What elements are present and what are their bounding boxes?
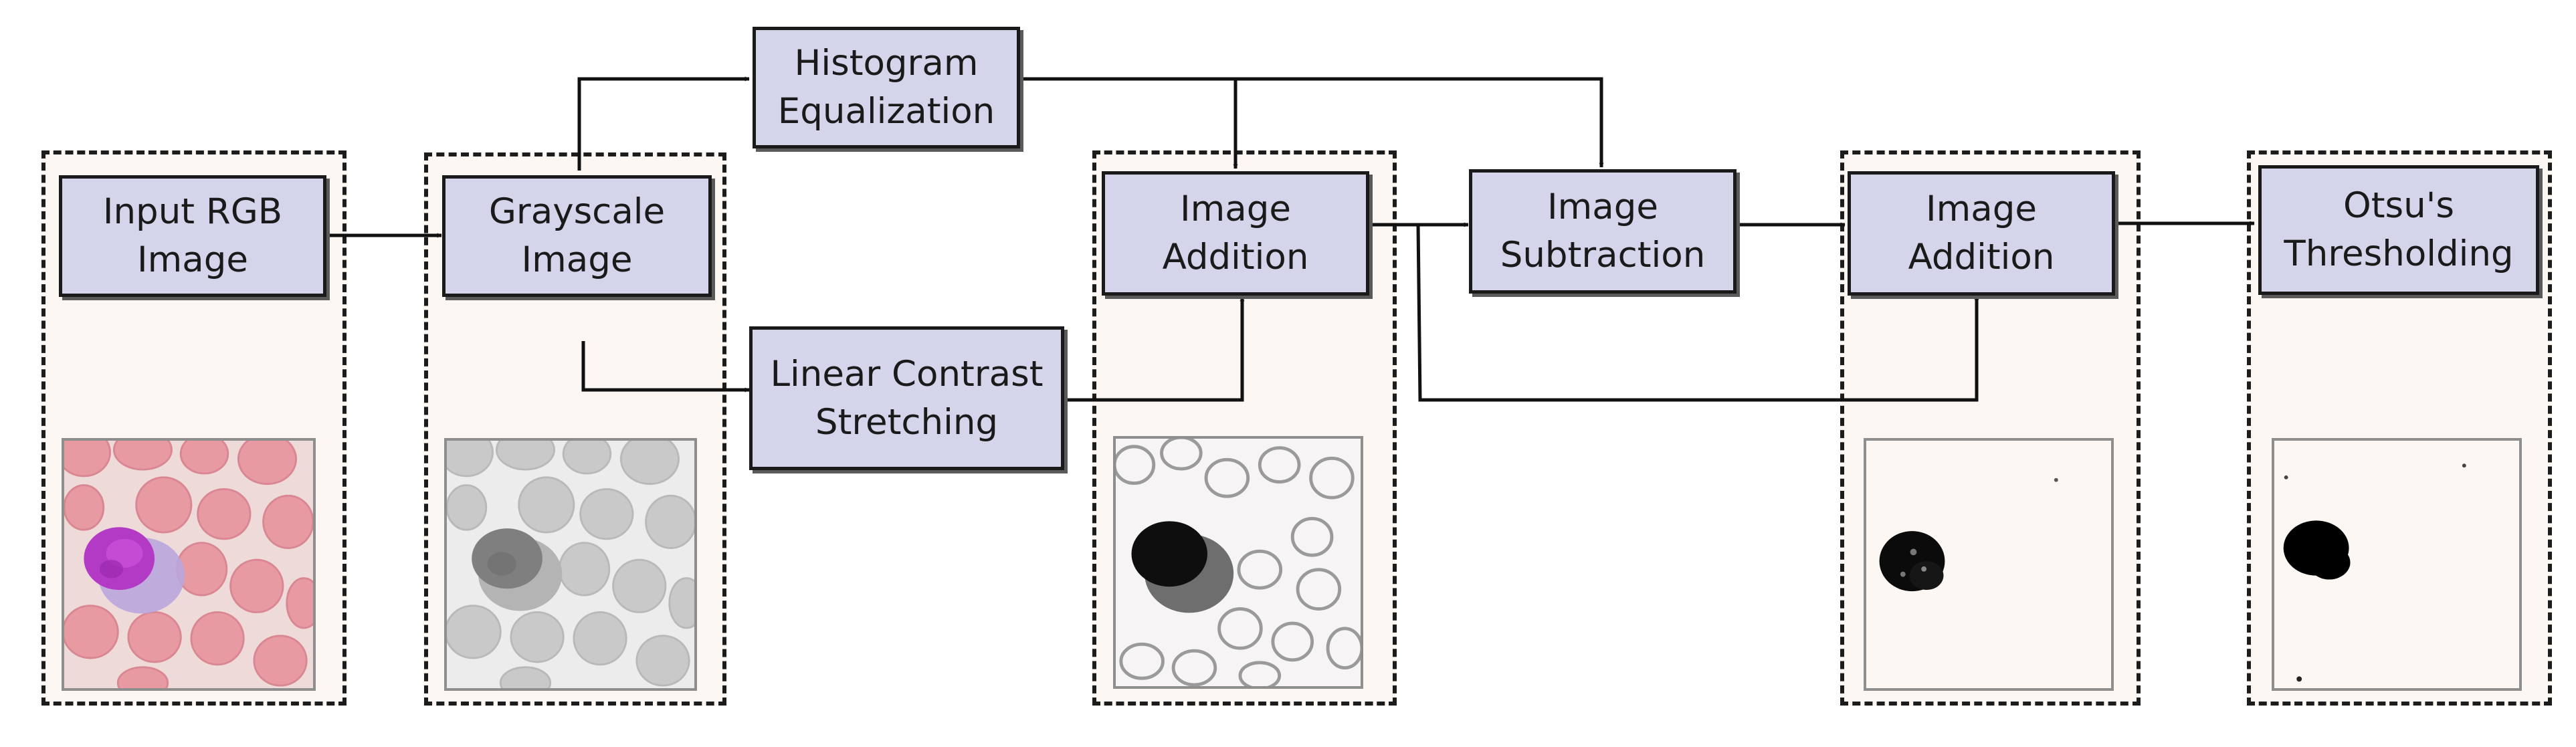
edge-grayscale-linear xyxy=(581,341,750,393)
edge-grayscale-histogram xyxy=(577,76,750,171)
image-addition-node-1: Image Addition xyxy=(1102,171,1369,296)
edge-histogram-addition1 xyxy=(1019,77,1238,169)
image-subtraction-node: Image Subtraction xyxy=(1469,169,1737,294)
grayscale-image-node: Grayscale Image xyxy=(442,175,712,297)
otsus-thresholding-node: Otsu's Thresholding xyxy=(2258,165,2539,295)
edge-linear-addition1 xyxy=(1061,296,1245,402)
addition2-thumbnail xyxy=(1864,438,2114,691)
binary-mask-image xyxy=(2274,441,2519,688)
edge-histogram-subtraction xyxy=(1235,77,1604,168)
linear-contrast-stretching-node: Linear Contrast Stretching xyxy=(749,326,1064,470)
otsu-thumbnail xyxy=(2272,438,2522,691)
input-rgb-thumbnail xyxy=(62,438,316,691)
blood-smear-rgb-image xyxy=(64,441,313,688)
grayscale-thumbnail xyxy=(444,438,697,691)
blood-smear-grayscale-image xyxy=(447,441,694,688)
image-addition-node-2: Image Addition xyxy=(1848,171,2115,296)
addition1-thumbnail xyxy=(1113,436,1363,689)
edge-addition1-addition2 xyxy=(1416,224,1979,402)
histogram-equalization-node: Histogram Equalization xyxy=(753,27,1020,148)
segmented-nucleus-image xyxy=(1866,441,2111,688)
input-rgb-image-node: Input RGB Image xyxy=(59,175,326,297)
enhanced-cell-image xyxy=(1116,439,1361,686)
